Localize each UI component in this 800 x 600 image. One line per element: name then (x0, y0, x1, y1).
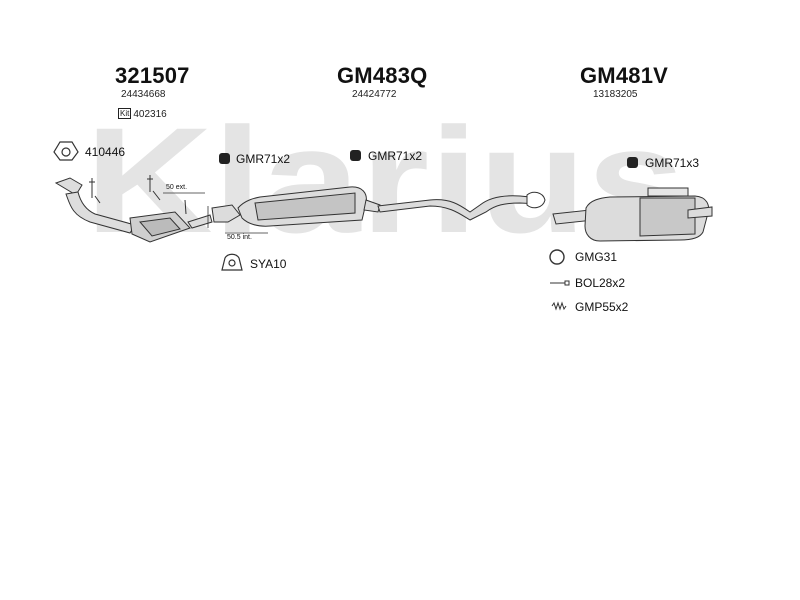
assembly-ref-2: 24424772 (352, 89, 397, 100)
bracket-icon (221, 253, 243, 271)
kit-ref-number: 402316 (133, 109, 167, 120)
dimension-int-label: 50.5 int. (227, 234, 252, 241)
assembly-code-1: 321507 (115, 63, 190, 88)
center-section (211, 186, 546, 227)
assembly-ref-3: 13183205 (593, 89, 638, 100)
mount-icons (219, 150, 638, 168)
part-mount-c-label: GMR71x3 (645, 156, 700, 170)
front-pipe (54, 177, 213, 243)
assembly-code-2: GM483Q (337, 63, 428, 88)
kit-badge: Kit (118, 108, 132, 119)
gasket-icon (53, 141, 79, 161)
part-spring-label: GMP55x2 (575, 300, 629, 314)
dimension-lines (163, 192, 268, 234)
part-bolt-label: BOL28x2 (575, 276, 626, 290)
part-mount-b-label: GMR71x2 (368, 149, 423, 163)
sensor-icons (89, 175, 187, 215)
bolt-icon (550, 280, 570, 286)
spring-icon (551, 301, 567, 311)
part-ring-label: GMG31 (575, 250, 618, 264)
part-mount-a-label: GMR71x2 (236, 152, 291, 166)
part-bracket-label: SYA10 (250, 257, 287, 271)
assembly-ref-1: 24434668 (121, 89, 166, 100)
assembly-code-3: GM481V (580, 63, 669, 88)
svg-text:Klarius: Klarius (85, 96, 685, 264)
part-gasket-label: 410446 (85, 145, 126, 159)
dimension-ext-label: 50 ext. (166, 184, 188, 191)
rear-silencer (552, 187, 713, 242)
ring-icon (549, 249, 565, 265)
